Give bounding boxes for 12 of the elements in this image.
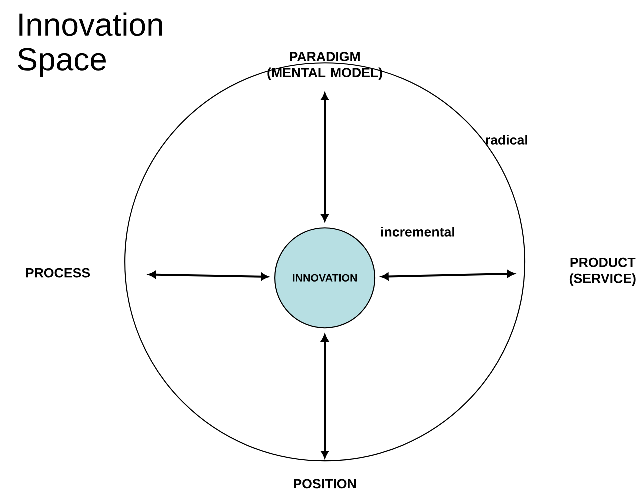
dimension-label: PRODUCT (SERVICE) [570, 258, 636, 286]
arrow [321, 334, 329, 458]
outer-ellipse [124, 62, 526, 462]
arrow [148, 271, 268, 281]
arrow [382, 270, 515, 280]
arrow [321, 93, 329, 222]
zone-label: incremental [381, 227, 454, 237]
dimension-label: POSITION [294, 479, 356, 489]
dimension-label: PARADIGM (MENTAL MODEL) [268, 52, 382, 80]
title: Innovation Space [18, 12, 162, 78]
dimension-label: PROCESS [26, 268, 90, 278]
zone-label: radical [486, 135, 528, 145]
